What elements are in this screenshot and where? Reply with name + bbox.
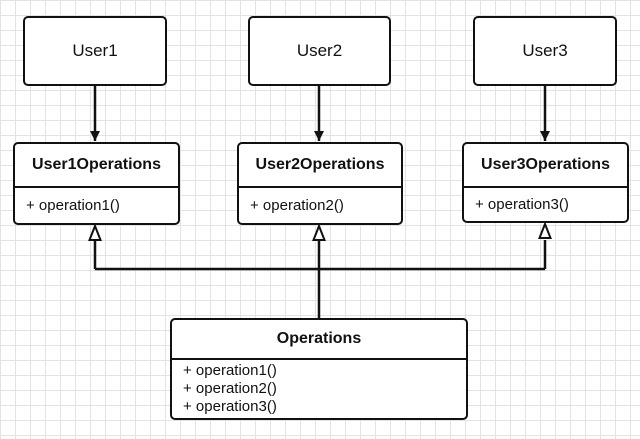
- hollow-triangle-arrowhead-user1operations: [88, 223, 102, 241]
- operations-method-3: + operation3(): [183, 398, 277, 415]
- user1operations-class: User1Operations + operation1(): [13, 142, 180, 225]
- user1operations-method: + operation1(): [26, 197, 120, 214]
- user2-label: User2: [296, 41, 343, 60]
- operations-method-list: + operation1() + operation2() + operatio…: [172, 360, 466, 418]
- user2operations-class: User2Operations + operation2(): [237, 142, 403, 225]
- user2operations-method: + operation2(): [250, 197, 344, 214]
- user1-label: User1: [72, 41, 118, 60]
- operations-method-1: + operation1(): [183, 362, 277, 379]
- user1-box: User1: [23, 16, 167, 86]
- user3operations-class: User3Operations + operation3(): [462, 142, 629, 223]
- hollow-triangle-arrowhead-user3operations: [538, 221, 552, 239]
- user3operations-class-name: User3Operations: [464, 144, 627, 188]
- user1operations-method-list: + operation1(): [15, 188, 178, 223]
- operations-class: Operations + operation1() + operation2()…: [170, 318, 468, 420]
- user3operations-method-list: + operation3(): [464, 188, 627, 221]
- user3-label: User3: [522, 41, 568, 60]
- hollow-triangle-arrowhead-user2operations: [312, 223, 326, 241]
- user2operations-method-list: + operation2(): [239, 188, 401, 223]
- user2-box: User2: [248, 16, 391, 86]
- user2operations-class-name: User2Operations: [239, 144, 401, 188]
- user1operations-class-name: User1Operations: [15, 144, 178, 188]
- user3-box: User3: [473, 16, 617, 86]
- user3operations-method: + operation3(): [475, 196, 569, 213]
- operations-method-2: + operation2(): [183, 380, 277, 397]
- operations-class-name: Operations: [172, 320, 466, 360]
- inheritance-connector: [93, 240, 547, 318]
